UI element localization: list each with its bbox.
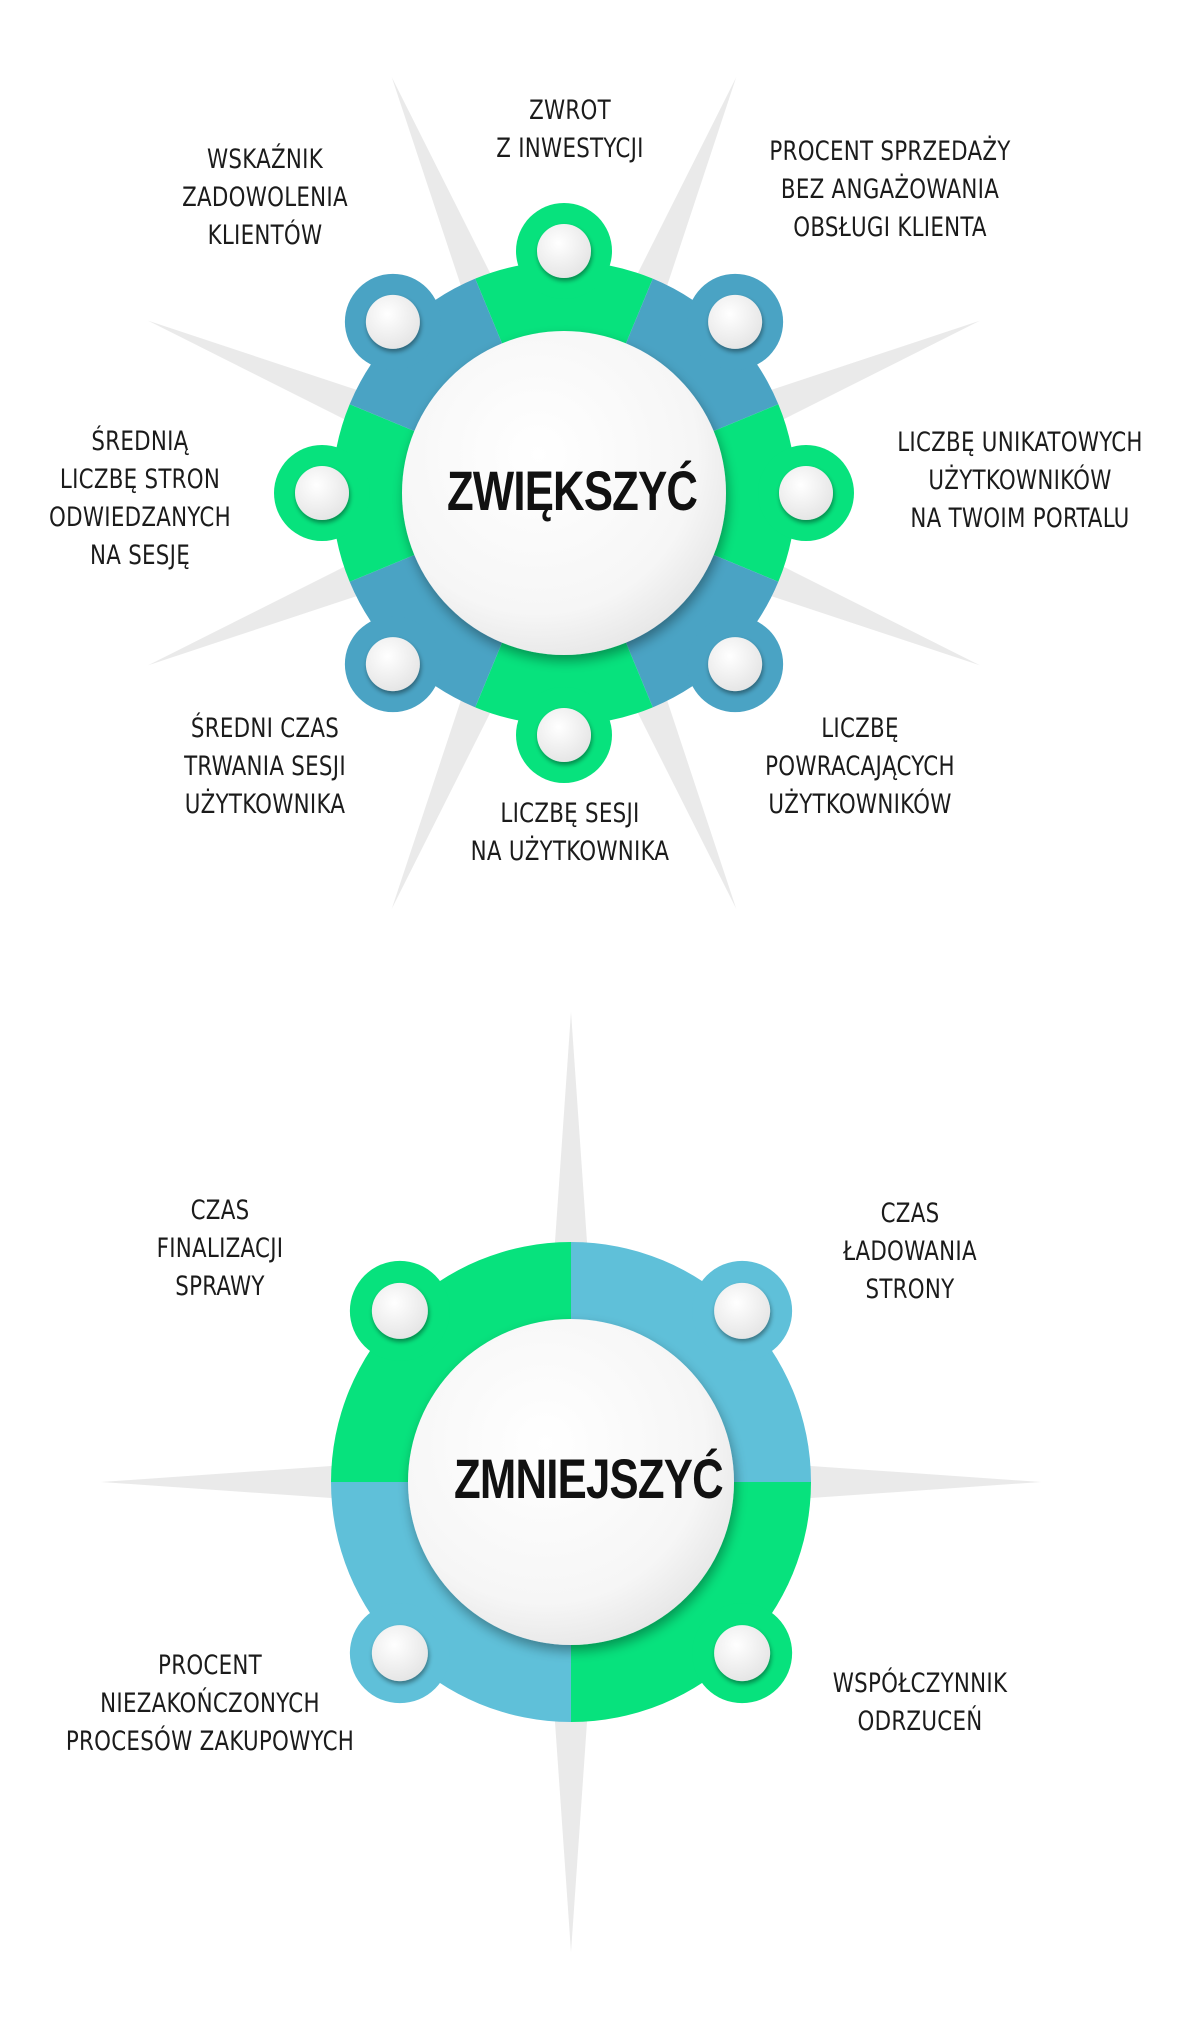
label-line: UŻYTKOWNIKÓW: [768, 789, 952, 820]
label-line: ODWIEDZANYCH: [49, 502, 231, 533]
node-dot: [537, 224, 591, 278]
label-sredni-czas: ŚREDNI CZAS TRWANIA SESJI UŻYTKOWNIKA: [142, 710, 388, 824]
label-line: TRWANIA SESJI: [184, 751, 346, 782]
label-line: NA SESJĘ: [90, 540, 190, 571]
spoke-shadow: [148, 565, 359, 666]
node-dot: [537, 708, 591, 762]
spoke-shadow: [636, 77, 737, 288]
label-line: SPRAWY: [175, 1271, 265, 1302]
label-line: UŻYTKOWNIKA: [184, 789, 346, 820]
label-line: STRONY: [865, 1274, 955, 1305]
label-procent-sprzedazy: PROCENT SPRZEDAŻY BEZ ANGAŻOWANIA OBSŁUG…: [758, 133, 1022, 247]
label-line: NA UŻYTKOWNIKA: [470, 836, 670, 867]
label-line: ŚREDNIĄ: [91, 426, 189, 457]
label-line: PROCENT: [158, 1650, 262, 1681]
node-dot: [708, 294, 763, 349]
label-line: NIEZAKOŃCZONYCH: [100, 1688, 320, 1719]
label-line: PROCENT SPRZEDAŻY: [769, 136, 1011, 167]
node-dot: [365, 637, 420, 692]
label-line: KLIENTÓW: [207, 220, 323, 251]
label-line: WSPÓŁCZYNNIK: [832, 1668, 1008, 1699]
spoke-shadow: [769, 320, 980, 421]
spoke-shadow: [101, 1465, 337, 1499]
label-line: ODRZUCEŃ: [857, 1706, 983, 1737]
spoke-shadow: [805, 1465, 1041, 1499]
top-hub: [402, 331, 726, 655]
label-line: OBSŁUGI KLIENTA: [793, 212, 987, 243]
spoke-shadow: [391, 77, 492, 288]
node-dot: [295, 466, 349, 520]
label-line: UŻYTKOWNIKÓW: [928, 465, 1112, 496]
node-dot: [708, 637, 763, 692]
label-srednia-liczbe-stron: ŚREDNIĄ LICZBĘ STRON ODWIEDZANYCH NA SES…: [26, 423, 255, 575]
node-dot: [371, 1625, 428, 1682]
label-line: ZWROT: [529, 95, 611, 126]
label-procent-niezakonczonych: PROCENT NIEZAKOŃCZONYCH PROCESÓW ZAKUPOW…: [60, 1647, 359, 1761]
spoke-shadow: [636, 698, 737, 909]
label-line: FINALIZACJI: [156, 1233, 284, 1264]
spoke-shadow: [769, 565, 980, 666]
label-line: ŁADOWANIA: [843, 1236, 977, 1267]
label-czas-ladowania: CZAS ŁADOWANIA STRONY: [804, 1195, 1015, 1309]
node-dot: [779, 466, 833, 520]
label-line: BEZ ANGAŻOWANIA: [780, 174, 1000, 205]
node-dot: [371, 1282, 428, 1339]
label-line: LICZBĘ STRON: [59, 464, 221, 495]
bottom-center-title: ZMNIEJSZYĆ: [454, 1447, 724, 1510]
bottom-spokes: [101, 1012, 1041, 1952]
label-liczbe-powracajacych: LICZBĘ POWRACAJĄCYCH UŻYTKOWNIKÓW: [737, 710, 983, 824]
label-line: PROCESÓW ZAKUPOWYCH: [65, 1726, 355, 1757]
bottom-hub: [408, 1319, 734, 1645]
label-line: WSKAŹNIK: [207, 144, 323, 175]
node-dot: [714, 1625, 771, 1682]
spoke-shadow: [391, 698, 492, 909]
label-wspolczynnik-odrzucen: WSPÓŁCZYNNIK ODRZUCEŃ: [797, 1665, 1043, 1741]
label-line: CZAS: [190, 1195, 250, 1226]
label-line: ŚREDNI CZAS: [190, 713, 340, 744]
top-spokes: [148, 77, 980, 909]
label-line: Z INWESTYCJI: [496, 133, 644, 164]
label-czas-finalizacji: CZAS FINALIZACJI SPRAWY: [114, 1192, 325, 1306]
spoke-shadow: [554, 1716, 588, 1952]
node-dot: [714, 1282, 771, 1339]
label-zwrot-z-inwestycji: ZWROT Z INWESTYCJI: [456, 92, 685, 168]
label-line: CZAS: [880, 1198, 940, 1229]
label-liczbe-sesji: LICZBĘ SESJI NA UŻYTKOWNIKA: [447, 795, 693, 871]
label-line: LICZBĘ: [821, 713, 899, 744]
top-center-title: ZWIĘKSZYĆ: [447, 459, 698, 522]
label-line: POWRACAJĄCYCH: [765, 751, 955, 782]
label-wskaznik-zadowolenia: WSKAŹNIK ZADOWOLENIA KLIENTÓW: [151, 141, 380, 255]
label-line: LICZBĘ UNIKATOWYCH: [897, 427, 1143, 458]
label-line: LICZBĘ SESJI: [500, 798, 640, 829]
label-line: NA TWOIM PORTALU: [910, 503, 1130, 534]
label-liczbe-unikatowych: LICZBĘ UNIKATOWYCH UŻYTKOWNIKÓW NA TWOIM…: [888, 424, 1152, 538]
node-dot: [365, 294, 420, 349]
label-line: ZADOWOLENIA: [182, 182, 348, 213]
spoke-shadow: [148, 320, 359, 421]
spoke-shadow: [554, 1012, 588, 1248]
